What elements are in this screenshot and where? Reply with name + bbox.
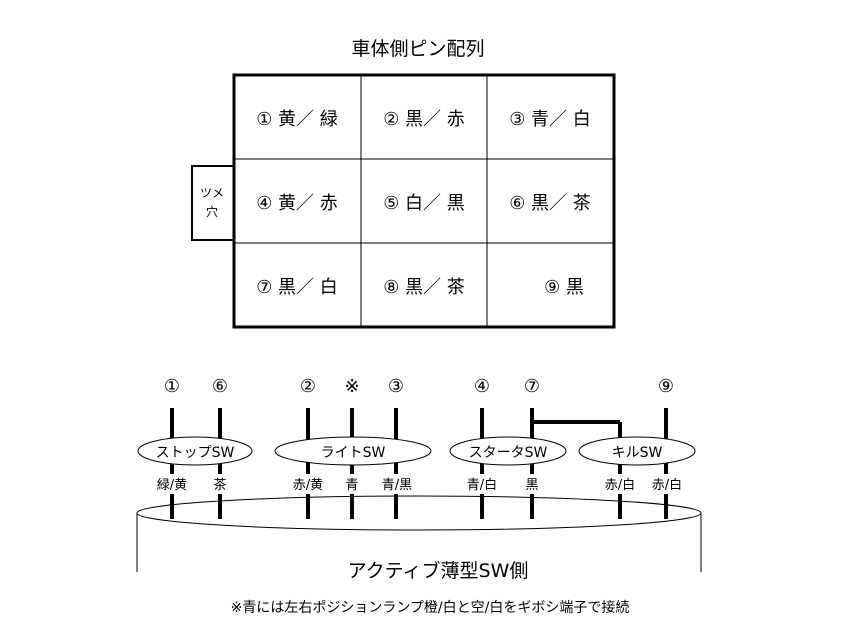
starter-switch-label: スタータSW [469,445,548,461]
footnote: ※青には左右ポジションランプ橙/白と空/白をギボシ端子で接続 [231,599,630,616]
notch-box [191,165,236,241]
wire-color-label: 赤/白 [652,477,682,493]
terminal-top-label: ① [164,376,180,397]
pin-cell-8: ⑧ 黒／ 茶 [383,277,465,298]
wire-color-label: 緑/黄 [157,478,187,493]
connector-body [136,495,702,572]
pin-cell-9: ⑨ 黒 [544,277,584,298]
terminal-top-label: ※ [344,376,359,397]
terminal-top-label: ② [300,376,316,397]
pin-cell-4: ④ 黄／ 赤 [256,193,338,214]
wire-color-label: 茶 [213,477,226,493]
pin-cell-3: ③ 青／ 白 [509,109,591,130]
notch-label-line2: 穴 [206,204,218,219]
wire-color-label: 青/黒 [382,478,412,493]
light-switch-oval [274,436,432,466]
wire-color-label: 赤/白 [605,477,635,493]
kill-switch-label: キルSW [612,445,663,461]
diagram-title: 車体側ピン配列 [351,38,484,60]
wire-color-label: 赤/黄 [293,478,323,493]
pin-cell-6: ⑥ 黒／ 茶 [509,193,591,214]
terminal-top-label: ⑨ [658,376,674,397]
terminal-top-label: ③ [388,376,404,397]
terminal-top-label: ④ [474,376,490,397]
starter-switch-oval [449,436,567,466]
pin-grid-frame [232,73,616,329]
switch-groups: ストップSW ライトSW スタータSW キルSW [137,436,696,466]
pin-cell-1: ① 黄／ 緑 [256,109,338,130]
light-switch-label: ライトSW [321,445,386,461]
pin-grid: ① 黄／ 緑 ② 黒／ 赤 ③ 青／ 白 ④ 黄／ 赤 ⑤ 白／ 黒 ⑥ 黒／ … [232,73,616,329]
pin-cell-7: ⑦ 黒／ 白 [256,277,338,298]
wire-color-label: 青 [345,478,358,493]
kill-switch-oval [578,436,696,466]
pin-cell-5: ⑤ 白／ 黒 [383,193,465,214]
terminal-top-label: ⑦ [524,376,540,397]
stop-switch-oval [137,436,253,466]
connector-label: アクティブ薄型SW側 [348,559,529,582]
pin-cell-2: ② 黒／ 赤 [383,109,465,130]
notch-label-line1: ツメ [200,186,224,200]
wire-color-labels: 緑/黄 茶 赤/黄 青 青/黒 青/白 黒 赤/白 赤/白 [148,474,690,494]
terminal-labels: ① ⑥ ② ※ ③ ④ ⑦ ⑨ [164,376,674,397]
terminal-top-label: ⑥ [212,376,228,397]
stop-switch-label: ストップSW [156,445,235,461]
wire-color-label: 青/白 [467,477,497,493]
wire-color-label: 黒 [525,478,538,493]
